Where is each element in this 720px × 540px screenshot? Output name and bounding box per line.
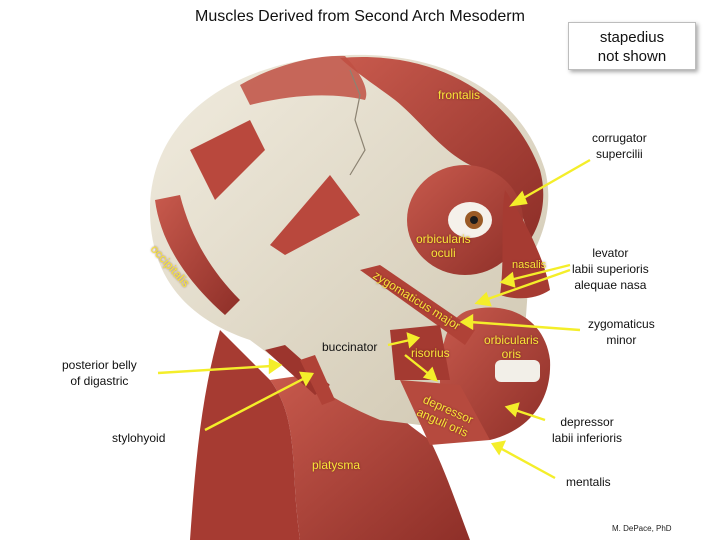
arrowhead-stylohyoid: [299, 371, 315, 387]
pupil: [470, 216, 478, 224]
arrow-buccinator: [387, 338, 411, 347]
arrow-risorius: [404, 354, 431, 376]
arrow-levator-2: [484, 268, 571, 302]
label-zygomaticus-minor: zygomaticus minor: [588, 316, 655, 348]
label-buccinator: buccinator: [322, 340, 378, 354]
stylohyoid-muscle: [300, 355, 335, 405]
arrowhead-zygomaticus-minor: [459, 313, 474, 331]
teeth: [495, 360, 540, 382]
neck-platysma: [270, 370, 470, 540]
inline-label-orbicularis-oris: orbicularis oris: [484, 333, 539, 361]
auricular-muscle-lower: [270, 175, 360, 255]
label-mentalis: mentalis: [566, 475, 611, 489]
arrow-stylohyoid: [204, 376, 306, 432]
occipitalis-muscle: [155, 195, 240, 315]
neck-back: [190, 330, 300, 540]
zygomaticus-major-muscle: [360, 265, 475, 345]
inline-label-orbicularis-oculi: orbicularis oculi: [416, 232, 471, 260]
label-zygomaticus-minor-line-1: zygomaticus: [588, 317, 655, 331]
arrowhead-depressor-labii: [504, 402, 520, 418]
inline-label-frontalis: frontalis: [438, 88, 481, 102]
arrow-zygomaticus-minor: [469, 320, 581, 332]
label-corrugator: corrugator supercilii: [592, 130, 647, 162]
label-depressor-labii-line-2: labii inferioris: [552, 431, 623, 445]
nose-muscles: [500, 190, 550, 299]
skull-suture: [349, 69, 366, 176]
diagram-title: Muscles Derived from Second Arch Mesoder…: [195, 8, 525, 25]
arrowhead-risorius: [422, 366, 438, 382]
label-levator-line-1: levator: [592, 246, 629, 260]
auricular-muscle-upper: [190, 120, 265, 200]
inline-label-orbicularis-oculi-line-1: orbicularis: [416, 232, 471, 246]
scalp-muscle-top: [240, 55, 367, 105]
inline-label-platysma: platysma: [312, 458, 361, 472]
arrow-digastric: [157, 364, 273, 375]
label-posterior-digastric-line-1: posterior belly: [62, 358, 137, 372]
depressor-anguli-muscle: [400, 380, 490, 445]
label-levator-line-3: alequae nasa: [574, 278, 647, 292]
arrowhead-corrugator: [509, 190, 528, 207]
arrowhead-levator-2: [474, 291, 492, 307]
label-stylohyoid: stylohyoid: [112, 431, 166, 445]
inline-label-orbicularis-oris-line-1: orbicularis: [484, 333, 539, 347]
frontalis-muscle: [340, 56, 544, 240]
buccinator-muscle: [390, 325, 450, 380]
label-depressor-labii-line-1: depressor: [560, 415, 614, 429]
arrow-levator-1: [509, 263, 571, 282]
arrow-depressor-labii: [514, 408, 546, 422]
arrowhead-buccinator: [406, 332, 421, 349]
label-levator-line-2: labii superioris: [572, 262, 649, 276]
arrowhead-digastric: [268, 358, 283, 375]
arrow-corrugator: [519, 158, 591, 202]
inline-label-nasalis: nasalis: [512, 259, 547, 271]
credit-text: M. DePace, PhD: [612, 524, 672, 533]
note-line-1: stapedius: [599, 29, 665, 46]
label-posterior-digastric-line-2: of digastric: [70, 374, 129, 388]
label-posterior-digastric: posterior belly of digastric: [62, 357, 137, 389]
label-levator: levator labii superioris alequae nasa: [572, 245, 649, 293]
inline-label-orbicularis-oculi-line-2: oculi: [431, 246, 456, 260]
arrow-mentalis: [499, 446, 556, 480]
label-corrugator-line-1: corrugator: [592, 131, 647, 145]
arrowhead-mentalis: [490, 440, 507, 456]
inline-label-risorius: risorius: [411, 346, 450, 360]
inline-label-orbicularis-oris-line-2: oris: [501, 347, 522, 361]
arrow-group: [157, 158, 591, 480]
note-line-2: not shown: [597, 48, 667, 65]
label-zygomaticus-minor-line-2: minor: [606, 333, 637, 347]
label-corrugator-line-2: supercilii: [596, 147, 643, 161]
label-depressor-labii: depressor labii inferioris: [552, 414, 622, 446]
note-box: stapedius not shown: [568, 22, 696, 70]
arrowhead-levator-1: [499, 271, 516, 288]
